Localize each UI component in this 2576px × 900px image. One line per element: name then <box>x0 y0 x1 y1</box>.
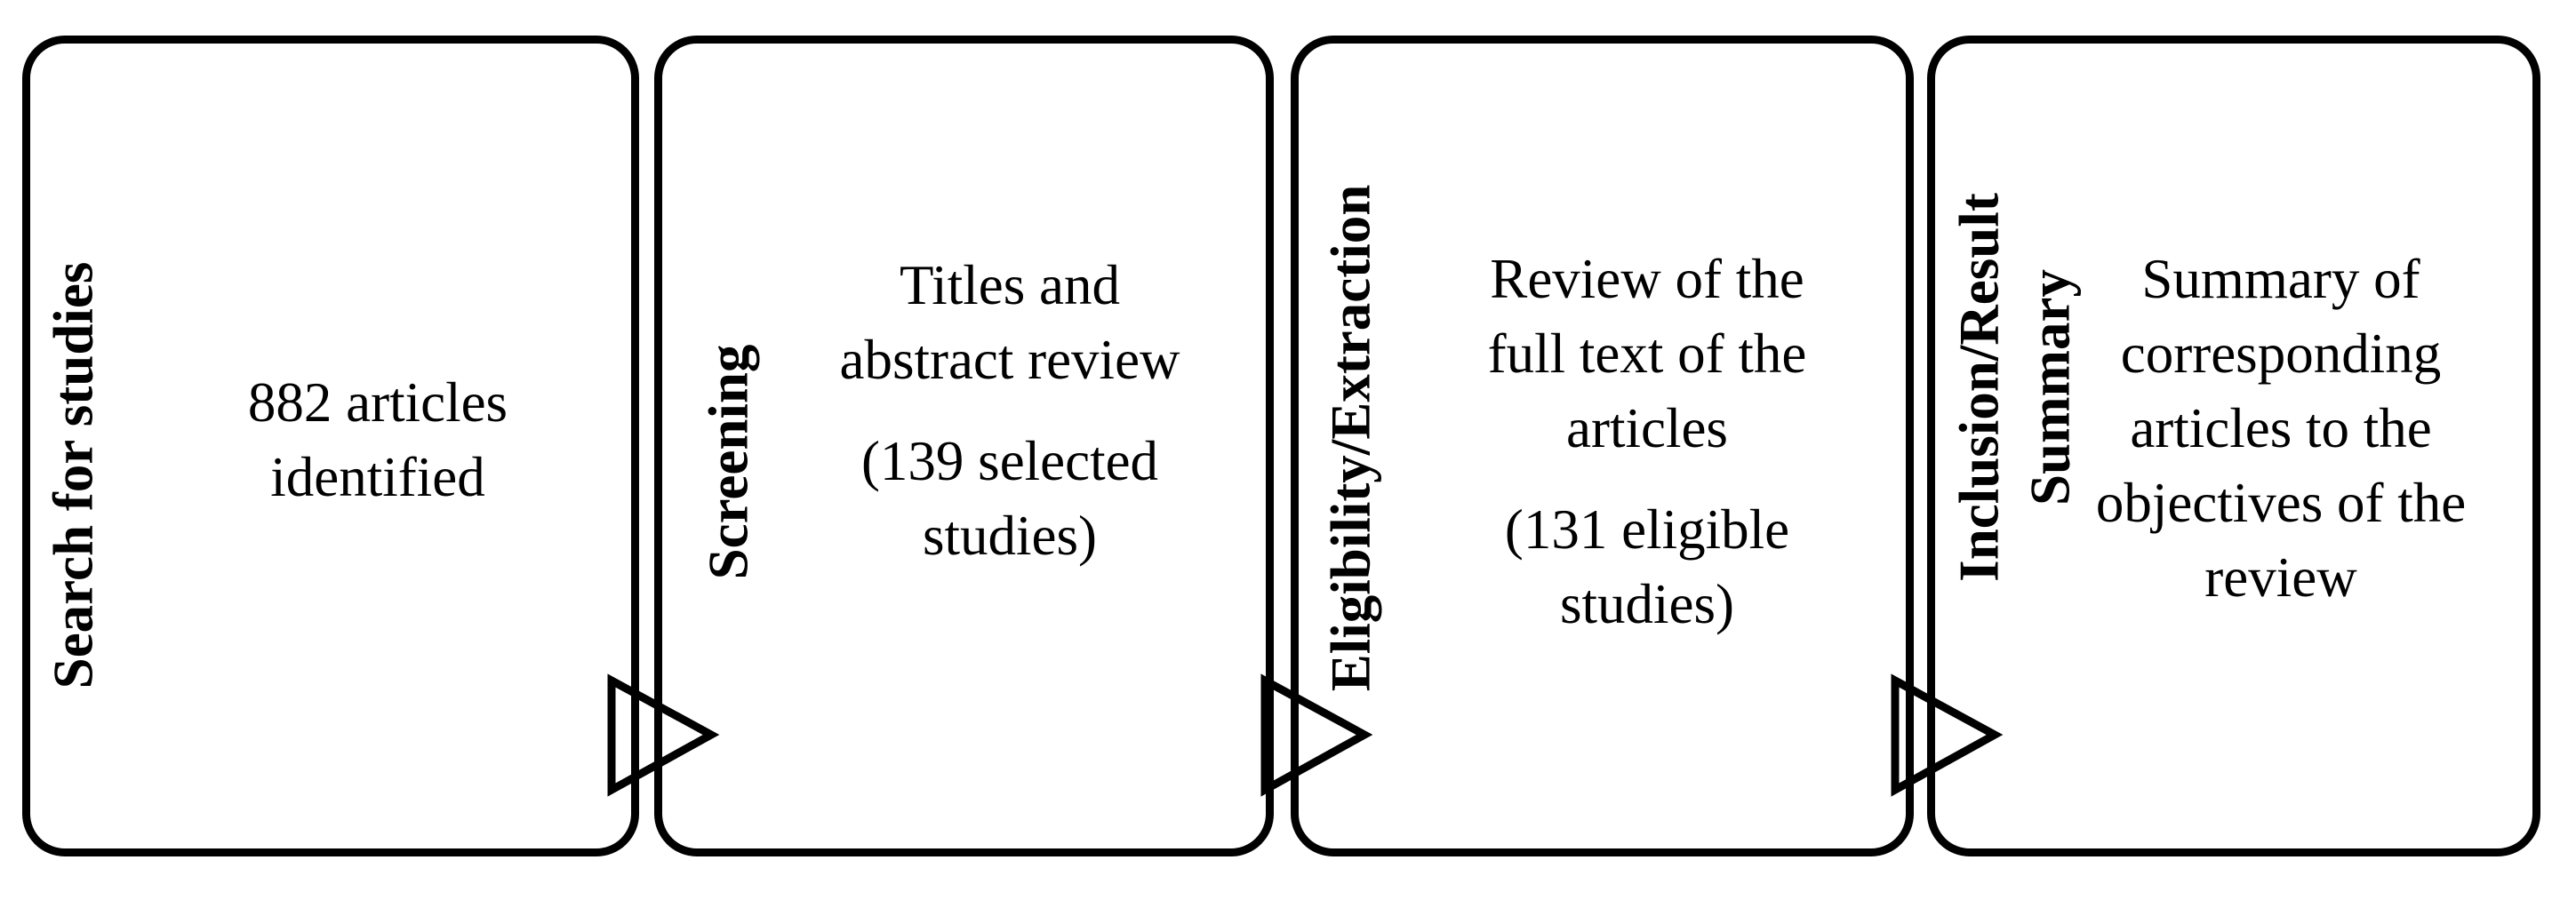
stage-text-search: 882 articles identified <box>248 365 508 514</box>
paragraph: Review of the full text of the articles <box>1487 248 1807 459</box>
paragraph: (139 selected studies) <box>860 430 1159 567</box>
paragraph: Titles and abstract review <box>839 254 1180 391</box>
stage-box-search <box>22 36 639 856</box>
triangle-shape <box>607 673 720 797</box>
paragraph: Summary of corresponding articles to the… <box>2095 248 2467 609</box>
stage-label-screening: Screening <box>697 344 760 580</box>
triangle-shape <box>1891 673 2004 797</box>
flow-arrow-icon <box>1260 673 1373 797</box>
flow-arrow-icon <box>607 673 720 797</box>
triangle-shape <box>1260 673 1373 797</box>
stage-text-inclusion: Summary of corresponding articles to the… <box>2096 242 2466 615</box>
paragraph: (131 eligible studies) <box>1504 498 1790 635</box>
stage-text-eligibility: Review of the full text of the articles … <box>1488 242 1807 641</box>
flow-arrow-icon <box>1891 673 2004 797</box>
stage-text-screening: Titles and abstract review (139 selected… <box>839 248 1180 573</box>
stage-label-inclusion-line1: Inclusion/Result <box>1948 193 2011 582</box>
stage-box-screening <box>654 36 1274 856</box>
paragraph: 882 articles identified <box>247 371 508 508</box>
stage-box-inclusion <box>1927 36 2540 856</box>
stage-label-search: Search for studies <box>42 261 105 689</box>
stage-label-inclusion-line2: Summary <box>2019 269 2082 506</box>
stage-box-eligibility <box>1291 36 1914 856</box>
stage-label-eligibility: Eligibility/Extraction <box>1319 184 1382 692</box>
